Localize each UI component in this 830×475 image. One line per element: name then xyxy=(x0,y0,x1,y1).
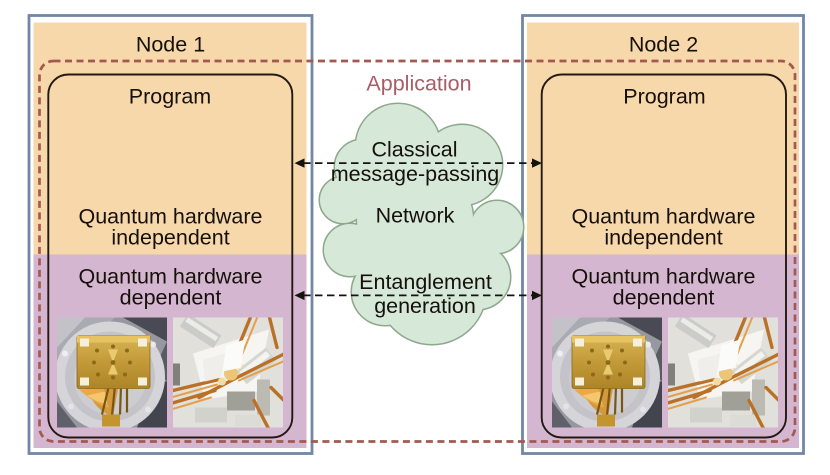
svg-text:Quantum hardware: Quantum hardware xyxy=(571,265,755,289)
svg-text:message-passing: message-passing xyxy=(331,162,500,186)
svg-text:Node 1: Node 1 xyxy=(136,33,205,57)
svg-text:Application: Application xyxy=(366,72,471,96)
svg-text:Program: Program xyxy=(129,85,211,109)
svg-text:independent: independent xyxy=(604,225,722,249)
svg-text:Quantum hardware: Quantum hardware xyxy=(571,205,755,229)
svg-text:dependent: dependent xyxy=(120,286,222,310)
svg-text:Network: Network xyxy=(376,204,455,228)
svg-text:independent: independent xyxy=(111,225,229,249)
svg-text:Quantum hardware: Quantum hardware xyxy=(78,265,262,289)
svg-text:Node 2: Node 2 xyxy=(629,33,698,57)
svg-text:Classical: Classical xyxy=(371,137,457,161)
svg-text:Entanglement: Entanglement xyxy=(359,270,492,294)
svg-text:generation: generation xyxy=(374,294,476,318)
svg-text:Program: Program xyxy=(623,85,705,109)
svg-text:Quantum hardware: Quantum hardware xyxy=(78,205,262,229)
svg-text:dependent: dependent xyxy=(613,286,715,310)
